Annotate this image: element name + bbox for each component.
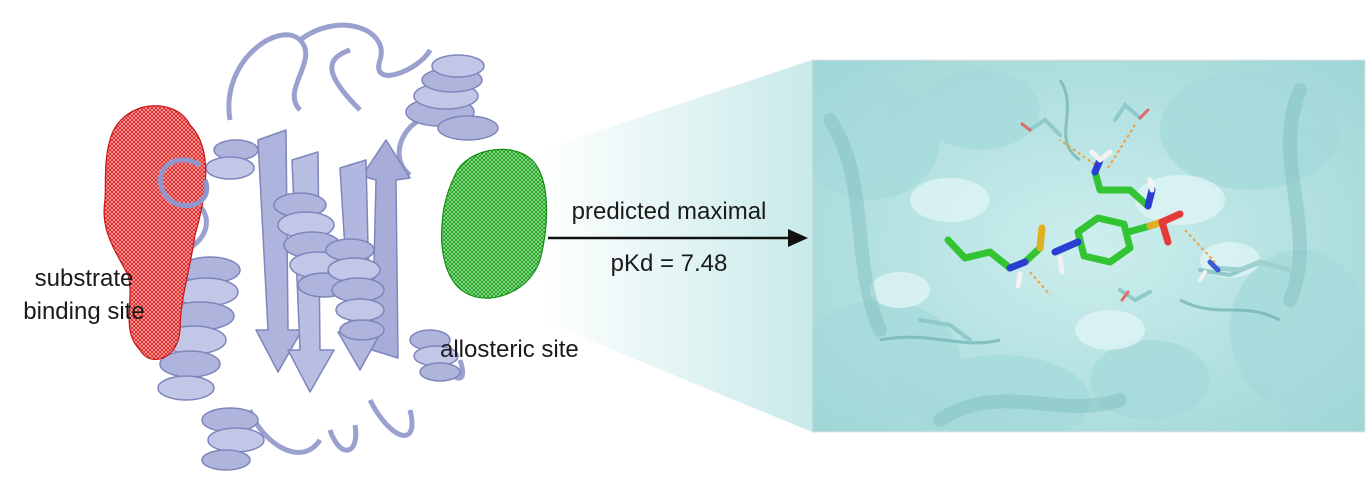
- substrate-label-line2: binding site: [23, 298, 145, 325]
- substrate-site-label: substrate binding site: [4, 262, 164, 328]
- loop-over-substrate-site: [157, 157, 210, 209]
- substrate-label-line1: substrate: [34, 265, 134, 292]
- prediction-label: predicted maximal: [571, 198, 767, 225]
- protein-structure: [157, 22, 499, 471]
- inset-frame: [811, 59, 1366, 433]
- lysine-sidechain: [1198, 259, 1293, 282]
- prediction-arrow: [548, 229, 808, 247]
- allosteric-site-mesh: [441, 148, 548, 299]
- pkd-value-label: pKd = 7.48: [610, 250, 728, 277]
- zoom-wedge: [540, 60, 812, 432]
- binding-pocket-inset: [812, 60, 1365, 432]
- ligand: [944, 149, 1184, 289]
- substrate-site-mesh: [103, 105, 207, 361]
- allosteric-site-label: allosteric site: [440, 336, 579, 363]
